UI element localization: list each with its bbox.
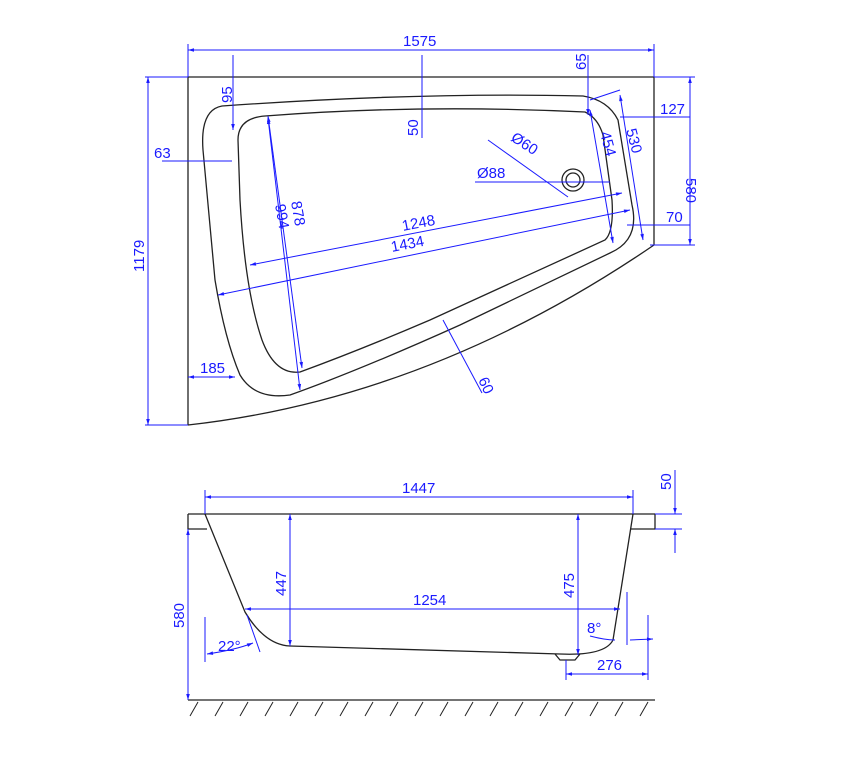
dim-60-front: 60: [474, 375, 496, 397]
dim-1248: 1248: [401, 212, 437, 235]
outer-rim: [201, 94, 635, 397]
dim-drain-60: Ø60: [508, 129, 541, 159]
left-flange: [187, 514, 207, 530]
dim-447: 447: [273, 571, 290, 596]
outer-shell: [187, 76, 655, 426]
dim-1254: 1254: [413, 592, 446, 609]
dim-185: 185: [200, 360, 225, 377]
dim-530: 530: [622, 127, 645, 156]
dim-50-rim: 50: [658, 473, 675, 490]
dim-1179: 1179: [131, 240, 148, 272]
dim-127: 127: [660, 101, 685, 118]
dim-95: 95: [219, 86, 236, 103]
dim-70: 70: [666, 209, 683, 226]
dim-22-degrees: 22°: [218, 638, 241, 655]
dim-580-height: 580: [171, 603, 188, 628]
drain-inner: [565, 172, 581, 188]
dim-1434: 1434: [390, 233, 426, 256]
dim-1575: 1575: [403, 33, 436, 50]
top-view: 1575 1179 95 50 65 63 127 580 530 454 70…: [131, 33, 699, 426]
dim-276: 276: [597, 657, 622, 674]
drain-outer: [561, 168, 585, 192]
dim-8-degrees: 8°: [587, 620, 601, 637]
dim-580-top: 580: [682, 178, 699, 203]
dim-454: 454: [596, 130, 619, 159]
tub-profile: [204, 513, 634, 655]
inner-basin: [237, 108, 613, 373]
dim-63: 63: [154, 145, 171, 162]
dim-drain-88: Ø88: [477, 165, 505, 182]
dim-65: 65: [573, 53, 590, 70]
drain-foot: [554, 653, 581, 661]
side-view: 1447 50 580 447 475 1254 22° 8° 276: [171, 470, 682, 717]
floor-hatch: [189, 701, 649, 717]
right-flange: [630, 514, 656, 530]
dim-475: 475: [561, 573, 578, 598]
dim-1447: 1447: [402, 480, 435, 497]
dim-878: 878: [287, 200, 308, 228]
dim-50: 50: [405, 119, 422, 136]
